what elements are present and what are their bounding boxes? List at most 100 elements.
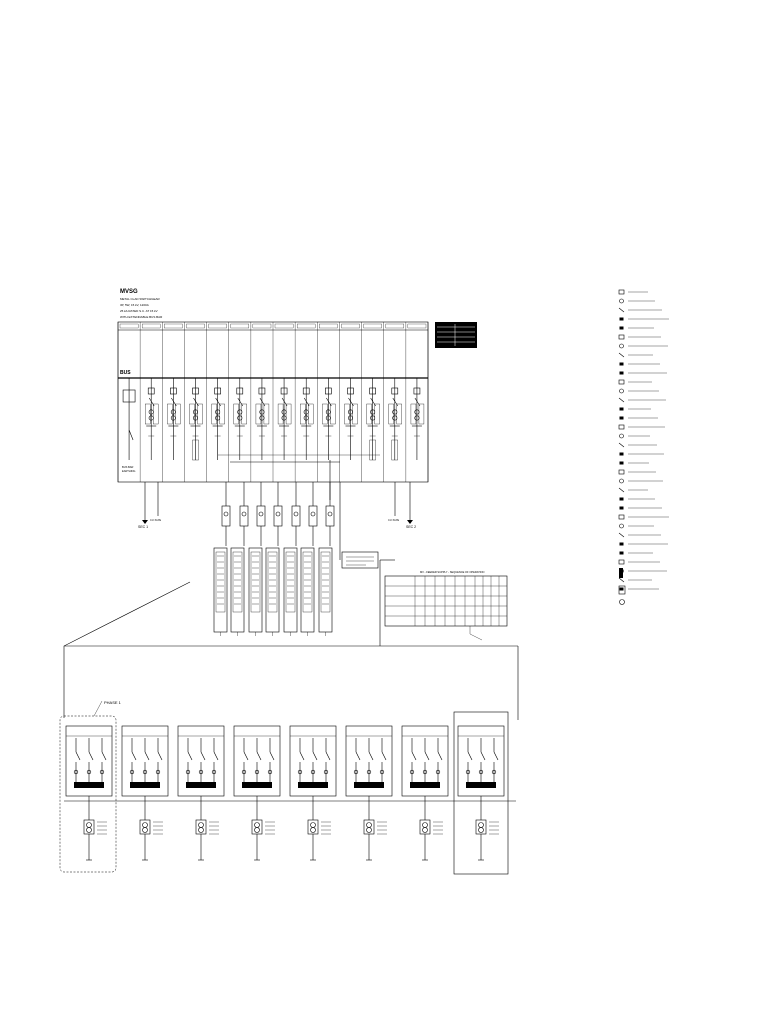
legend-item-16 (618, 424, 665, 430)
cable-panel-7 (318, 547, 333, 636)
rmu-unit-7 (401, 725, 449, 861)
legend-item-31 (618, 559, 660, 565)
feeder-header-3 (164, 323, 183, 329)
legend-item-2 (619, 298, 655, 304)
rmu-unit-3 (177, 725, 225, 861)
feeder-header-11 (341, 323, 360, 329)
control-panel-box (341, 551, 379, 569)
phase-distribution: PHASE 1 (59, 559, 519, 875)
cable-panel-4 (265, 547, 280, 636)
legend-item-15 (619, 416, 658, 420)
cable-panel-2 (230, 547, 245, 636)
feeder-unit-4 (189, 378, 203, 461)
feeder-unit-3 (167, 378, 181, 460)
switchgear-subtitle-line-2: 3P, 5W, 15 kV, 1200A (120, 303, 149, 307)
feeder-units (122, 378, 425, 461)
legend-item-7 (619, 343, 668, 349)
phase-1-label: PHASE 1 (104, 700, 122, 705)
mid-panels (213, 547, 333, 636)
spare-enclosure (453, 711, 509, 875)
rating-table (435, 322, 477, 348)
sequence-table-title: MV - FEEDER SUPPLY - SEQUENCE OF OPERATI… (420, 570, 485, 574)
legend-item-19 (619, 452, 664, 456)
legend-item-11 (618, 379, 652, 385)
legend-item-14 (619, 407, 651, 411)
feeder-header-2 (141, 323, 161, 329)
legend-item-21 (618, 469, 656, 475)
legend-item-22 (619, 478, 663, 484)
feeder-unit-12 (366, 378, 380, 461)
feeder-unit-9 (300, 378, 314, 460)
bus-earthing-label-2: EARTHING (122, 469, 135, 473)
mid-breaker-4 (273, 482, 283, 546)
middle-section: MV - FEEDER SUPPLY - SEQUENCE OF OPERATI… (213, 460, 508, 641)
legend-item-8 (618, 352, 653, 358)
legend-item-26 (618, 514, 669, 520)
rmu-unit-2 (121, 725, 169, 861)
feeder-unit-14 (410, 378, 425, 460)
outgoing-cables: SEC 1 CU XLPE CU XLPE SEC 2 (138, 482, 416, 529)
legend-item-27 (619, 523, 654, 529)
feeder-header-4 (186, 323, 205, 329)
mid-breaker-6 (308, 482, 318, 546)
switchgear-subtitle-line-1: METAL CLAD SWITCHGEAR (120, 297, 161, 301)
cable-label-left: CU XLPE (150, 518, 161, 522)
legend-item-6 (618, 334, 661, 340)
rmu-unit-1 (65, 725, 113, 861)
cable-label-right: CU XLPE (388, 518, 399, 522)
feeder-unit-7 (255, 378, 270, 460)
feeder-dividers (117, 322, 429, 482)
feeder-unit-2 (145, 378, 159, 460)
switchgear-title: MVSG (120, 289, 138, 295)
feeder-header-14 (407, 323, 427, 329)
legend-large-symbols (618, 568, 626, 605)
mid-breaker-5 (291, 482, 301, 546)
switchgear-subtitle-line-3: 25 kA RATED S.C. AT 15 kV (120, 309, 158, 313)
feeder-header-10 (319, 323, 338, 329)
legend-item-32 (619, 568, 667, 574)
legend-item-4 (619, 317, 669, 321)
legend-item-12 (619, 388, 659, 394)
feeder-header-9 (296, 323, 316, 329)
feeder-unit-11 (344, 378, 358, 460)
feeder-unit-5 (211, 378, 225, 460)
legend-item-1 (618, 289, 648, 295)
phase-units (65, 725, 505, 861)
rmu-unit-8 (457, 725, 505, 861)
feeder-unit-8 (277, 378, 292, 460)
cable-panel-6 (300, 547, 315, 636)
switchgear-lineup: BUS BUS BAR EARTHING (117, 321, 477, 483)
feeder-header-6 (230, 323, 250, 329)
legend-item-18 (618, 442, 657, 448)
legend-item-33 (618, 577, 652, 583)
legend-item-13 (618, 397, 666, 403)
legend-item-9 (619, 362, 660, 366)
rmu-unit-5 (289, 725, 337, 861)
legend-item-3 (618, 307, 662, 313)
feeder-header-12 (363, 323, 382, 329)
rmu-unit-6 (345, 725, 393, 861)
bus-label: BUS (120, 370, 131, 376)
feeder-header-7 (252, 323, 272, 329)
cable-panel-3 (248, 547, 263, 636)
symbol-legend (618, 289, 669, 605)
cable-panel-5 (283, 547, 298, 636)
legend-item-17 (619, 433, 650, 439)
mid-breaker-1 (221, 482, 231, 546)
feeder-header-13 (385, 323, 405, 329)
sequence-of-operation-table: MV - FEEDER SUPPLY - SEQUENCE OF OPERATI… (384, 570, 508, 627)
legend-item-23 (618, 487, 648, 493)
phase-1-enclosure (59, 715, 117, 873)
mid-breaker-2 (239, 482, 249, 546)
feeder-unit-13 (388, 378, 402, 461)
feeder-headers (119, 323, 427, 329)
mid-breaker-3 (256, 482, 266, 546)
legend-item-25 (619, 506, 662, 510)
legend-item-5 (619, 326, 654, 330)
sec1-label: SEC 1 (138, 525, 148, 529)
mid-breakers (221, 482, 335, 546)
bus-earthing-label-1: BUS BAR (122, 465, 134, 469)
legend-item-28 (618, 532, 661, 538)
sec2-label: SEC 2 (406, 525, 416, 529)
